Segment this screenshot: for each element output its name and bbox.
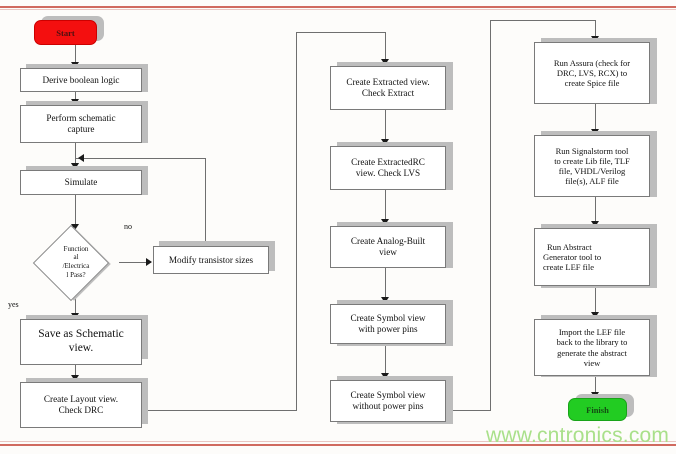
connector-symwith-to-symwithout — [385, 344, 386, 380]
create-extracted-view-line2: Check Extract — [361, 88, 415, 98]
decision-line4: l Pass? — [66, 270, 86, 279]
import-lef-file-line1: Import the LEF file — [558, 327, 626, 338]
connector-perform-to-simulate — [75, 143, 76, 170]
connector-signalstorm-to-abstract — [595, 197, 596, 228]
run-signalstorm-line2: to create Lib file, TLF — [554, 155, 630, 166]
connector-derive-to-perform — [75, 92, 76, 105]
save-as-schematic-view-line2: view. — [68, 342, 94, 354]
save-as-schematic-view-line1: Save as Schematic — [38, 328, 124, 341]
connector-down-to-assura — [595, 20, 596, 42]
run-assura-line2: DRC, LVS, RCX) to — [556, 67, 628, 78]
perform-schematic-capture-line2: capture — [67, 124, 95, 134]
connector-simulate-to-decision — [75, 195, 76, 230]
finish-label: Finish — [568, 398, 627, 421]
connector-analog-to-symwith — [385, 268, 386, 304]
connector-decision-yes-to-save — [75, 297, 76, 319]
connector-symwithout-right — [445, 410, 491, 411]
bottom-rule-hairline — [0, 441, 676, 442]
connector-into-assura — [490, 20, 596, 21]
connector-layout-right — [140, 410, 297, 411]
connector-down-to-extracted — [385, 32, 386, 66]
run-abstract-generator-line3: create LEF file — [543, 262, 594, 272]
start-label: Start — [34, 20, 97, 45]
import-lef-file-line4: view — [583, 357, 601, 368]
create-layout-view-line2: Check DRC — [58, 405, 104, 415]
connector-modify-up — [205, 158, 206, 241]
connector-start-to-derive — [75, 44, 76, 68]
arrowhead-decision — [71, 224, 79, 230]
import-lef-file-line2: back to the library to — [556, 337, 628, 348]
create-symbol-view-without-power-pins-line1: Create Symbol view — [350, 390, 426, 401]
connector-assura-to-signalstorm — [595, 104, 596, 136]
decision-line1: Function — [63, 244, 89, 253]
top-rule-hairline — [0, 9, 676, 10]
create-symbol-view-without-power-pins-line2: without power pins — [352, 401, 424, 411]
arrowhead-feedback-simulate — [78, 154, 84, 162]
derive-boolean-logic-label: Derive boolean logic — [42, 74, 120, 85]
connector-abstract-to-import — [595, 288, 596, 319]
connector-decision-no — [119, 262, 151, 263]
run-abstract-generator-line1: Run Abstract — [547, 241, 592, 252]
create-symbol-view-with-power-pins-line2: with power pins — [358, 324, 418, 334]
connector-symwithout-up — [490, 20, 491, 411]
simulate-label: Simulate — [64, 177, 98, 188]
bottom-rule — [0, 444, 676, 446]
create-symbol-view-with-power-pins-line1: Create Symbol view — [350, 313, 426, 324]
decision-branch-yes-label: yes — [8, 300, 19, 309]
site-watermark: www.cntronics.com — [486, 424, 670, 447]
run-assura-line1: Run Assura (check for — [553, 57, 631, 68]
decision-line2: al — [73, 253, 79, 262]
modify-transistor-sizes-label: Modify transistor sizes — [168, 254, 254, 265]
create-analog-built-view-line1: Create Analog-Built — [350, 236, 426, 247]
create-analog-built-view-line2: view — [379, 247, 397, 257]
connector-rc-to-analog — [385, 190, 386, 226]
connector-import-to-finish — [595, 376, 596, 398]
create-extracted-view-line1: Create Extracted view. — [346, 77, 430, 88]
perform-schematic-capture-line1: Perform schematic — [46, 113, 116, 124]
connector-modify-left — [76, 158, 206, 159]
run-abstract-generator-line2: Generator tool to — [543, 251, 602, 262]
create-extractedrc-view-line2: view. Check LVS — [355, 168, 421, 178]
run-assura-line3: create Spice file — [564, 78, 620, 88]
import-lef-file-line3: generate the abstract — [557, 347, 627, 358]
create-layout-view-line1: Create Layout view. — [43, 394, 119, 405]
decision-line3: /Electrica — [62, 262, 90, 270]
decision-branch-no-label: no — [124, 222, 132, 231]
top-rule — [0, 6, 676, 8]
connector-layout-up — [296, 32, 297, 411]
run-signalstorm-line1: Run Signalstorm tool — [555, 145, 629, 156]
connector-into-extracted — [296, 32, 386, 33]
run-signalstorm-line4: file(s), ALF file — [565, 176, 619, 187]
run-signalstorm-line3: file, VHDL/Verilog — [558, 166, 626, 176]
connector-extracted-to-rc — [385, 110, 386, 146]
create-extractedrc-view-line1: Create ExtractedRC — [351, 157, 425, 168]
arrowhead-modify — [146, 258, 152, 266]
connector-save-to-layout — [75, 365, 76, 382]
